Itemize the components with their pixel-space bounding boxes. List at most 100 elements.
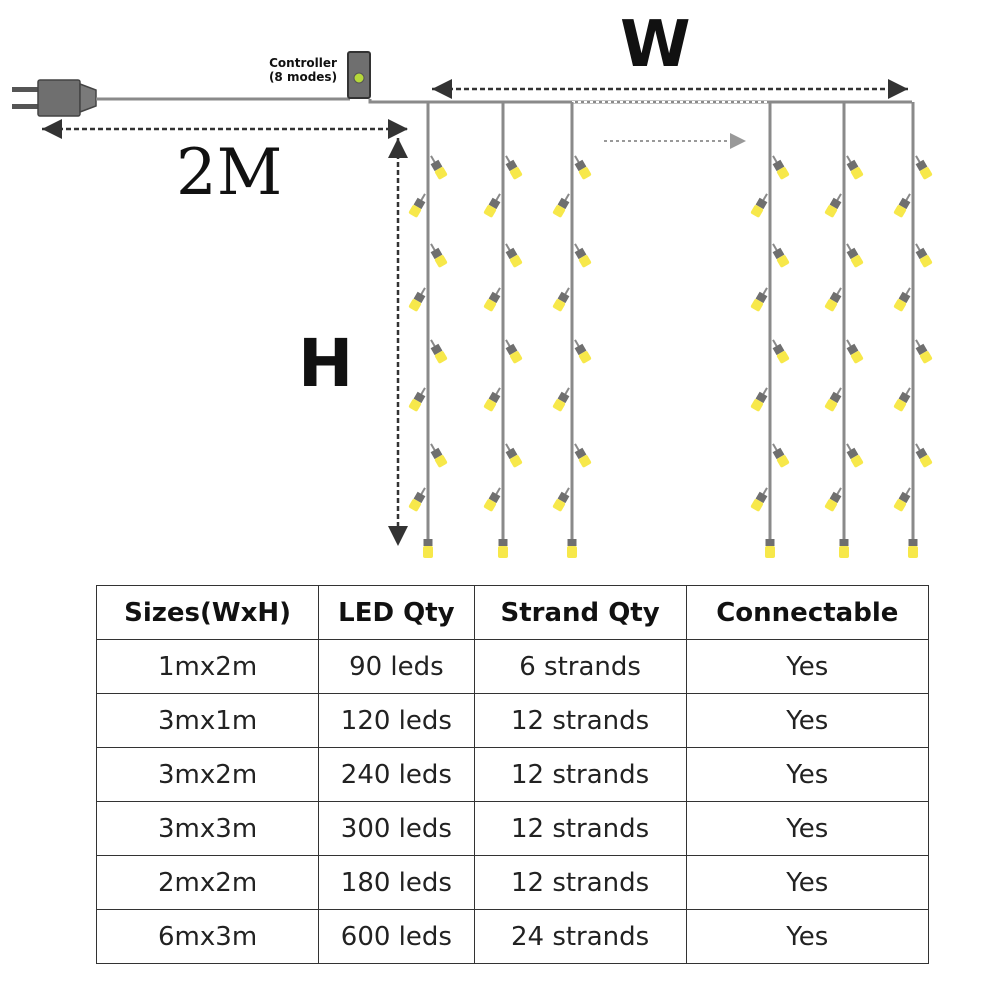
led-bulb-icon bbox=[408, 487, 426, 512]
table-row: 2mx2m 180 leds 12 strands Yes bbox=[95, 855, 930, 910]
led-bulb-icon bbox=[915, 339, 933, 364]
led-bulb-icon bbox=[483, 287, 501, 312]
led-bulb-icon bbox=[430, 155, 448, 180]
cell-led-qty: 180 leds bbox=[318, 855, 475, 910]
cell-strand-qty: 12 strands bbox=[473, 855, 687, 910]
table-row: 3mx2m 240 leds 12 strands Yes bbox=[95, 747, 930, 802]
led-bulb-icon bbox=[408, 287, 426, 312]
led-bulb-icon bbox=[839, 539, 849, 558]
led-bulb-icon bbox=[552, 487, 570, 512]
cell-connectable: Yes bbox=[685, 693, 930, 748]
cell-size: 6mx3m bbox=[95, 909, 320, 964]
led-bulb-icon bbox=[552, 287, 570, 312]
led-bulb-icon bbox=[772, 339, 790, 364]
led-bulb-icon bbox=[893, 487, 911, 512]
size-spec-table: Sizes(WxH) LED Qty Strand Qty Connectabl… bbox=[95, 585, 930, 964]
light-strands bbox=[408, 102, 933, 558]
cell-led-qty: 90 leds bbox=[318, 639, 475, 694]
led-bulb-icon bbox=[567, 539, 577, 558]
controller-label: Controller (8 modes) bbox=[258, 56, 348, 84]
cell-connectable: Yes bbox=[685, 909, 930, 964]
cell-strand-qty: 24 strands bbox=[473, 909, 687, 964]
led-bulb-icon bbox=[772, 243, 790, 268]
cell-strand-qty: 12 strands bbox=[473, 747, 687, 802]
led-bulb-icon bbox=[574, 339, 592, 364]
led-bulb-icon bbox=[430, 443, 448, 468]
continuation-arrow-icon bbox=[604, 133, 746, 149]
cell-connectable: Yes bbox=[685, 801, 930, 856]
led-bulb-icon bbox=[846, 155, 864, 180]
led-bulb-icon bbox=[772, 443, 790, 468]
cell-strand-qty: 12 strands bbox=[473, 693, 687, 748]
controller-box-icon bbox=[347, 51, 371, 99]
led-bulb-icon bbox=[430, 339, 448, 364]
cell-strand-qty: 6 strands bbox=[473, 639, 687, 694]
led-bulb-icon bbox=[552, 387, 570, 412]
led-bulb-icon bbox=[483, 193, 501, 218]
led-bulb-icon bbox=[824, 387, 842, 412]
led-bulb-icon bbox=[750, 487, 768, 512]
led-bulb-icon bbox=[574, 155, 592, 180]
cell-strand-qty: 12 strands bbox=[473, 801, 687, 856]
led-bulb-icon bbox=[824, 193, 842, 218]
led-bulb-icon bbox=[750, 387, 768, 412]
controller-label-line2: (8 modes) bbox=[268, 70, 338, 84]
cell-led-qty: 600 leds bbox=[318, 909, 475, 964]
led-bulb-icon bbox=[505, 443, 523, 468]
led-bulb-icon bbox=[893, 193, 911, 218]
cell-connectable: Yes bbox=[685, 855, 930, 910]
led-bulb-icon bbox=[483, 487, 501, 512]
table-row: 1mx2m 90 leds 6 strands Yes bbox=[95, 639, 930, 694]
led-bulb-icon bbox=[483, 387, 501, 412]
table-header-row: Sizes(WxH) LED Qty Strand Qty Connectabl… bbox=[95, 585, 930, 640]
cell-led-qty: 300 leds bbox=[318, 801, 475, 856]
curtain-light-diagram bbox=[12, 51, 933, 558]
cell-led-qty: 240 leds bbox=[318, 747, 475, 802]
width-label: W bbox=[620, 8, 691, 82]
height-label: H bbox=[298, 325, 354, 402]
led-bulb-icon bbox=[498, 539, 508, 558]
led-bulb-icon bbox=[846, 443, 864, 468]
led-bulb-icon bbox=[574, 243, 592, 268]
led-bulb-icon bbox=[423, 539, 433, 558]
led-bulb-icon bbox=[765, 539, 775, 558]
led-bulb-icon bbox=[505, 339, 523, 364]
lead-length-label: 2M bbox=[176, 136, 283, 210]
table-row: 3mx1m 120 leds 12 strands Yes bbox=[95, 693, 930, 748]
table-row: 3mx3m 300 leds 12 strands Yes bbox=[95, 801, 930, 856]
led-bulb-icon bbox=[750, 287, 768, 312]
led-bulb-icon bbox=[430, 243, 448, 268]
header-connectable: Connectable bbox=[685, 585, 930, 640]
cell-led-qty: 120 leds bbox=[318, 693, 475, 748]
led-bulb-icon bbox=[846, 243, 864, 268]
controller-wire bbox=[368, 99, 430, 104]
controller-label-line1: Controller bbox=[269, 56, 337, 70]
led-bulb-icon bbox=[915, 155, 933, 180]
led-bulb-icon bbox=[408, 193, 426, 218]
led-bulb-icon bbox=[915, 243, 933, 268]
led-bulb-icon bbox=[505, 155, 523, 180]
led-bulb-icon bbox=[750, 193, 768, 218]
led-bulb-icon bbox=[908, 539, 918, 558]
cell-connectable: Yes bbox=[685, 639, 930, 694]
led-bulb-icon bbox=[574, 443, 592, 468]
led-bulb-icon bbox=[893, 287, 911, 312]
led-bulb-icon bbox=[408, 387, 426, 412]
header-strand-qty: Strand Qty bbox=[473, 585, 687, 640]
led-bulb-icon bbox=[915, 443, 933, 468]
table-row: 6mx3m 600 leds 24 strands Yes bbox=[95, 909, 930, 964]
cell-size: 2mx2m bbox=[95, 855, 320, 910]
led-bulb-icon bbox=[846, 339, 864, 364]
led-bulb-icon bbox=[824, 487, 842, 512]
led-bulb-icon bbox=[772, 155, 790, 180]
led-bulb-icon bbox=[505, 243, 523, 268]
led-bulb-icon bbox=[552, 193, 570, 218]
header-size: Sizes(WxH) bbox=[95, 585, 320, 640]
led-bulb-icon bbox=[824, 287, 842, 312]
cell-size: 3mx1m bbox=[95, 693, 320, 748]
cell-size: 3mx2m bbox=[95, 747, 320, 802]
cell-size: 1mx2m bbox=[95, 639, 320, 694]
cell-size: 3mx3m bbox=[95, 801, 320, 856]
power-plug-icon bbox=[12, 79, 97, 117]
cell-connectable: Yes bbox=[685, 747, 930, 802]
